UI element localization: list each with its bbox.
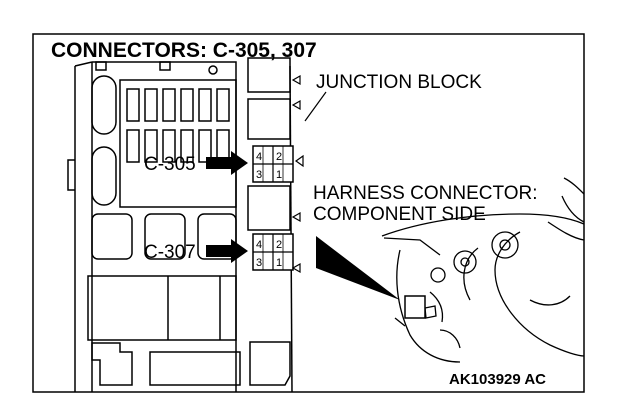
harness-label-line2: COMPONENT SIDE	[313, 204, 486, 225]
c305-arrow-icon	[206, 151, 248, 175]
c305-pin-br: 1	[276, 169, 282, 181]
c307-label: C-307	[144, 242, 196, 263]
c305-pin-bl: 3	[256, 169, 262, 181]
latch-markers	[291, 74, 304, 274]
figure-code: AK103929 AC	[449, 371, 546, 388]
c307-arrow-icon	[206, 239, 248, 263]
junction-block-panel	[67, 61, 241, 392]
harness-pointer	[316, 236, 400, 300]
c305-pin-tr: 2	[276, 151, 282, 163]
connector-c305: 4 2 3 1	[252, 145, 294, 183]
c307-pin-bl: 3	[256, 257, 262, 269]
dashboard-illustration	[381, 177, 585, 363]
junction-leader-line	[304, 91, 327, 122]
c305-label: C-305	[144, 154, 196, 175]
c307-pin-br: 1	[276, 257, 282, 269]
junction-block-label: JUNCTION BLOCK	[316, 72, 482, 93]
figure-frame	[32, 33, 585, 393]
harness-connector-location	[404, 295, 426, 319]
connector-c307: 4 2 3 1	[252, 233, 294, 271]
c307-pin-tl: 4	[256, 239, 262, 251]
c305-pin-tl: 4	[256, 151, 262, 163]
connector-column	[247, 57, 293, 393]
harness-label-line1: HARNESS CONNECTOR:	[313, 183, 538, 204]
diagram-title: CONNECTORS: C-305, 307	[51, 39, 317, 62]
c307-pin-tr: 2	[276, 239, 282, 251]
